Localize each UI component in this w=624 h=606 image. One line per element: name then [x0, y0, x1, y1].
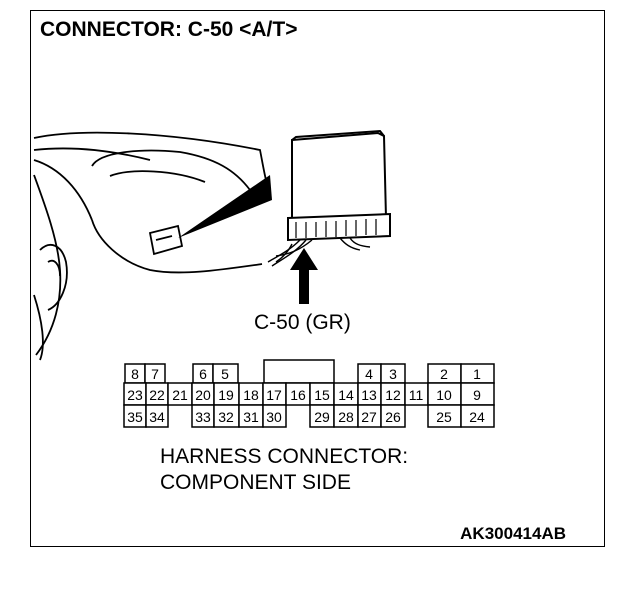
pin-label: 23 — [127, 387, 143, 403]
pin-label: 29 — [314, 409, 330, 425]
pin-label: 18 — [243, 387, 259, 403]
connector-label: C-50 (GR) — [254, 311, 351, 334]
pin-label: 19 — [218, 387, 234, 403]
pin-label: 33 — [195, 409, 211, 425]
pin-label: 31 — [243, 409, 259, 425]
caption-line-2: COMPONENT SIDE — [160, 471, 351, 494]
figure-frame — [30, 10, 605, 547]
pin-label: 25 — [436, 409, 452, 425]
pin-label: 11 — [409, 387, 424, 403]
pin-label: 22 — [149, 387, 165, 403]
pin-label: 12 — [385, 387, 401, 403]
harness-connector-caption: HARNESS CONNECTOR: COMPONENT SIDE — [160, 444, 408, 496]
pin-label: 10 — [436, 387, 452, 403]
pin-label: 14 — [338, 387, 354, 403]
pin-label: 9 — [473, 387, 481, 403]
pointer-wedge — [178, 175, 272, 238]
pin-label: 17 — [266, 387, 282, 403]
pin-label: 32 — [218, 409, 234, 425]
pin-label: 1 — [473, 366, 481, 382]
pin-label: 13 — [361, 387, 377, 403]
dashboard-illustration — [33, 131, 267, 361]
pin-label: 27 — [361, 409, 377, 425]
pin-label: 30 — [266, 409, 282, 425]
harness-connector-face — [123, 359, 495, 428]
connector-arrow — [290, 248, 318, 304]
pin-label: 4 — [365, 366, 373, 382]
pin-label: 3 — [389, 366, 397, 382]
pin-label: 21 — [172, 387, 188, 403]
pin-label: 24 — [469, 409, 485, 425]
pin-label: 28 — [338, 409, 354, 425]
pin-label: 5 — [221, 366, 229, 382]
pin-label: 26 — [385, 409, 401, 425]
caption-line-1: HARNESS CONNECTOR: — [160, 445, 409, 468]
pin-label: 35 — [127, 409, 143, 425]
pin-label: 15 — [314, 387, 330, 403]
pin-label: 6 — [199, 366, 207, 382]
figure-code: AK300414AB — [460, 524, 566, 543]
figure-title: CONNECTOR: C-50 <A/T> — [40, 18, 298, 41]
pin-label: 16 — [290, 387, 306, 403]
pin-label: 2 — [440, 366, 448, 382]
control-unit-box — [287, 129, 391, 242]
pin-label: 8 — [131, 366, 139, 382]
wire-harness — [267, 237, 371, 267]
pin-label: 34 — [149, 409, 165, 425]
pin-label: 20 — [195, 387, 211, 403]
pin-label: 7 — [151, 366, 159, 382]
